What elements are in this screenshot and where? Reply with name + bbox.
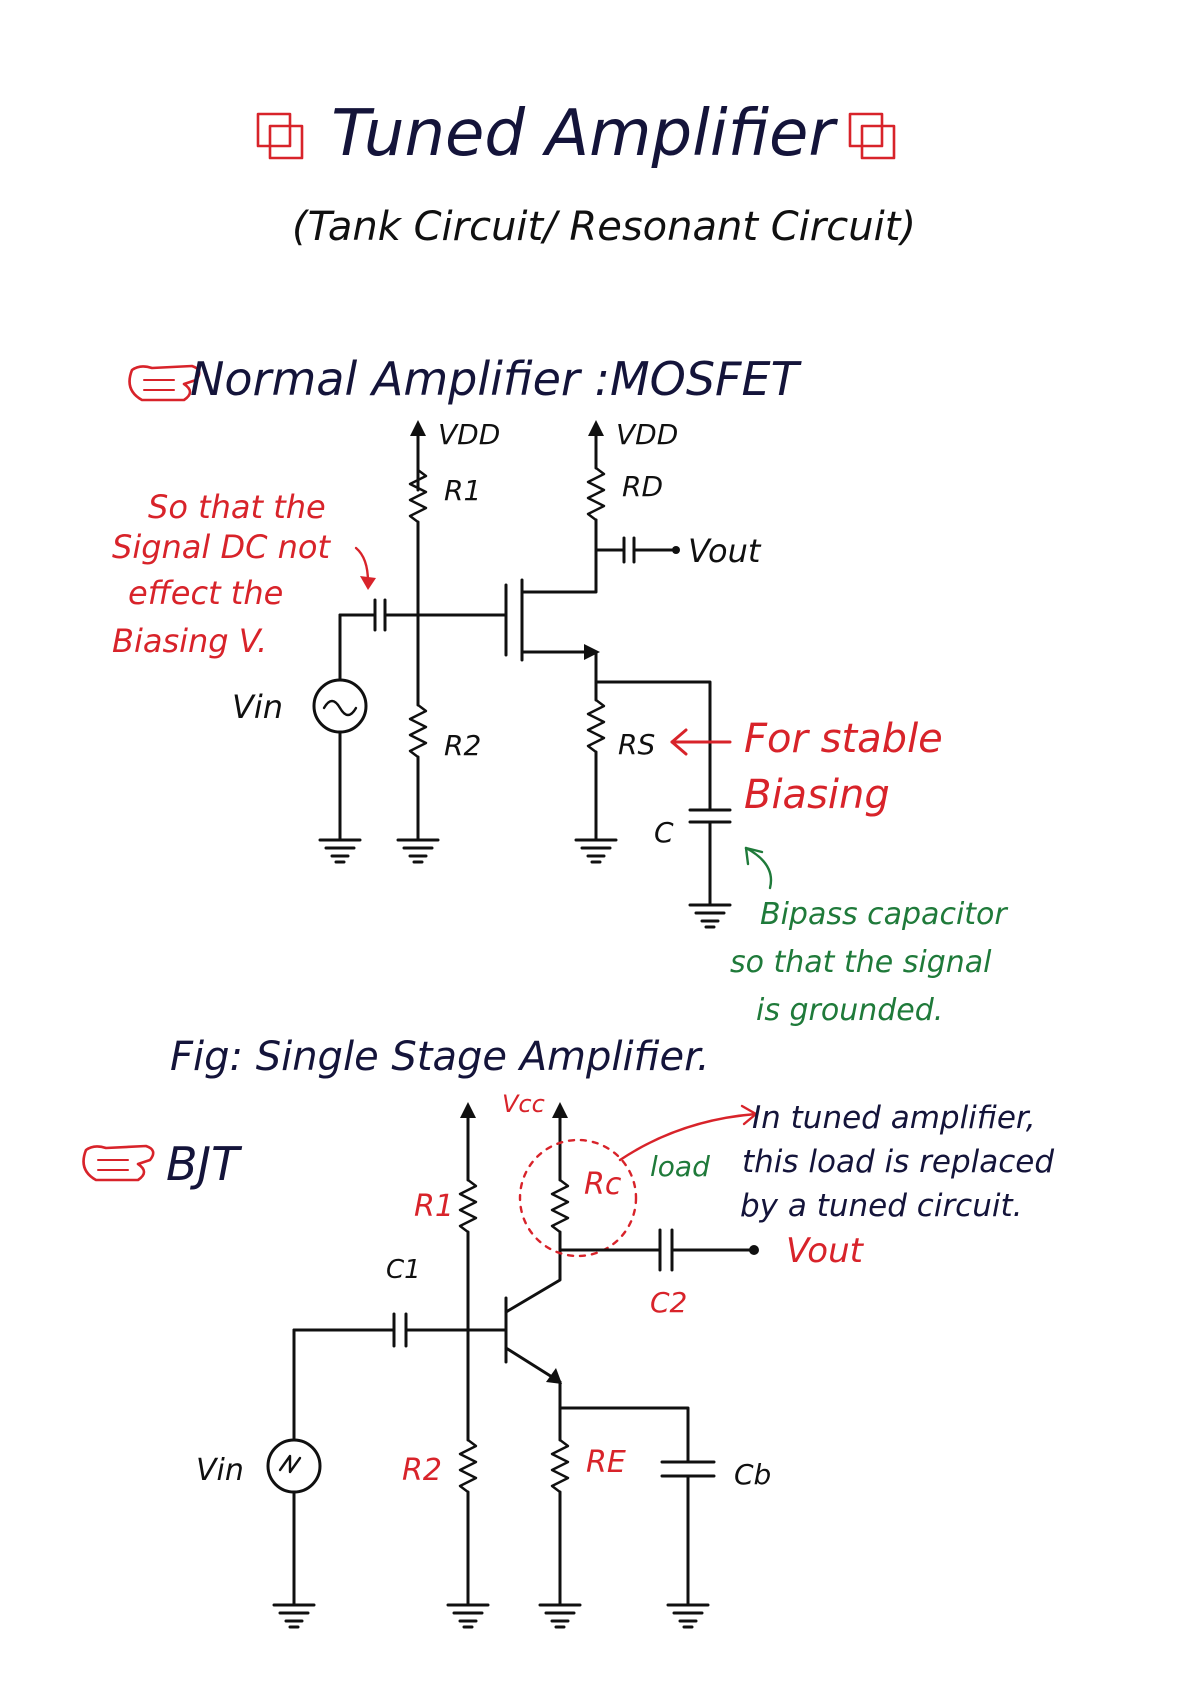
mosfet-heading: Normal Amplifier :MOSFET (190, 352, 803, 406)
rs-label: RS (618, 728, 655, 761)
ground-icon (396, 838, 440, 864)
vdd-right-label: VDD (616, 418, 678, 451)
load-label: load (650, 1150, 710, 1183)
svg-text:by a tuned circuit.: by a tuned circuit. (740, 1188, 1023, 1224)
ground-icon (574, 838, 618, 864)
page-subtitle: (Tank Circuit/ Resonant Circuit) (292, 204, 916, 250)
r2-label: R2 (444, 729, 481, 762)
resistor-icon (586, 466, 606, 522)
decorative-square-icon (848, 112, 896, 160)
mosfet-amplifier-circuit: VDD R1 R2 Vin (232, 418, 762, 929)
bjt-r1-label: R1 (414, 1189, 454, 1224)
rc-label: Rc (584, 1167, 622, 1202)
vcc-label: Vcc (502, 1090, 545, 1118)
bjt-r2-label: R2 (402, 1453, 442, 1488)
ground-icon (318, 838, 362, 864)
ground-icon (272, 1603, 316, 1629)
svg-text:So that the: So that the (148, 488, 326, 526)
c1-label: C1 (386, 1255, 421, 1285)
cb-label: Cb (734, 1458, 771, 1491)
resistor-icon (586, 698, 606, 754)
rd-label: RD (622, 470, 663, 503)
svg-text:so that the signal: so that the signal (730, 945, 992, 980)
load-highlight (518, 1138, 638, 1258)
mosfet-vout-label: Vout (688, 532, 762, 570)
ground-icon (446, 1603, 490, 1629)
svg-text:Biasing: Biasing (744, 772, 890, 818)
arrow-icon (744, 846, 773, 890)
pointing-hand-icon (128, 364, 201, 402)
bypass-note: Bipass capacitor so that the signal is g… (730, 846, 1008, 1028)
rs-note: For stable Biasing (670, 716, 943, 818)
resistor-icon (458, 1438, 478, 1494)
resistor-icon (550, 1438, 570, 1494)
bjt-amplifier-circuit: R1 R2 Vin C1 Vcc (196, 1090, 865, 1629)
svg-text:Signal DC not: Signal DC not (112, 528, 331, 566)
c-label: C (654, 816, 674, 849)
bjt-vout-label: Vout (786, 1231, 865, 1271)
coupling-note: So that the Signal DC not effect the Bia… (112, 488, 376, 660)
pointing-hand-icon (82, 1144, 155, 1182)
resistor-icon (408, 703, 428, 759)
vin-label: Vin (232, 688, 283, 726)
resistor-icon (458, 1178, 478, 1234)
tuned-note: load In tuned amplifier, this load is re… (618, 1100, 1054, 1224)
svg-text:effect the: effect the (128, 574, 283, 612)
resistor-icon (550, 1178, 570, 1234)
ground-icon (538, 1603, 582, 1629)
decorative-square-icon (256, 112, 304, 160)
svg-text:For stable: For stable (744, 716, 943, 762)
ground-icon (688, 903, 732, 929)
resistor-icon (408, 468, 428, 524)
bjt-heading: BJT (166, 1137, 243, 1191)
page-title: Tuned Amplifier (331, 97, 838, 171)
vdd-left-label: VDD (438, 418, 500, 451)
arrow-icon (618, 1112, 758, 1162)
ground-icon (666, 1603, 710, 1629)
svg-text:is grounded.: is grounded. (756, 993, 943, 1028)
figure-caption: Fig: Single Stage Amplifier. (170, 1034, 710, 1080)
title-block: Tuned Amplifier (Tank Circuit/ Resonant … (256, 97, 916, 250)
r1-label: R1 (444, 474, 481, 507)
svg-text:this load is replaced: this load is replaced (742, 1144, 1054, 1180)
c2-label: C2 (650, 1286, 687, 1319)
re-label: RE (586, 1445, 626, 1480)
svg-text:Bipass capacitor: Bipass capacitor (760, 897, 1008, 932)
svg-text:In tuned amplifier,: In tuned amplifier, (752, 1100, 1036, 1136)
bjt-vin-label: Vin (196, 1453, 244, 1488)
svg-text:Biasing V.: Biasing V. (112, 622, 267, 660)
